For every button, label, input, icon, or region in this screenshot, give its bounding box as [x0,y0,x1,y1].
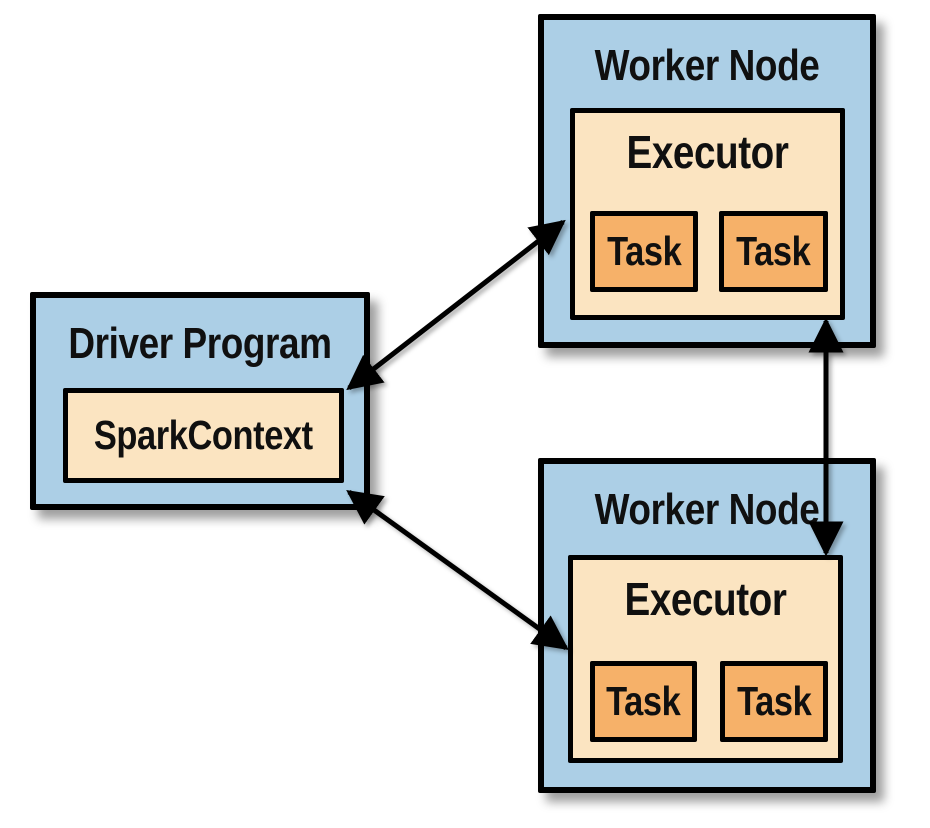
task-box: Task [590,211,698,292]
edge-driver-to-worker1 [346,219,566,391]
worker-node-2-label: Worker Node [594,485,820,534]
driver-program-node: Driver Program SparkContext [30,292,370,510]
executor-node-1: Executor Task Task [570,108,845,320]
task-label: Task [736,228,811,274]
executor-1-label: Executor [626,126,789,178]
executor-node-2: Executor Task Task [568,555,843,763]
driver-program-label: Driver Program [68,319,332,368]
task-label: Task [606,228,682,274]
sparkcontext-node: SparkContext [63,388,344,483]
task-box: Task [719,211,828,292]
task-label: Task [736,678,812,724]
worker-node-1: Worker Node Executor Task Task [538,14,876,348]
edge-driver-to-worker2 [346,489,569,651]
task-label: Task [606,678,681,724]
worker-node-1-label: Worker Node [594,41,820,90]
task-box: Task [590,661,697,742]
sparkcontext-label: SparkContext [94,412,313,458]
worker-node-2: Worker Node Executor Task Task [538,458,876,793]
task-box: Task [720,661,828,742]
executor-2-label: Executor [624,573,787,625]
